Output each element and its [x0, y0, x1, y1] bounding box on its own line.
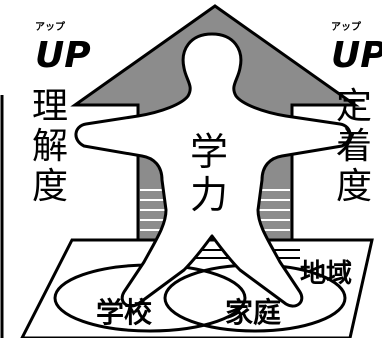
home-label: 家庭 [225, 296, 281, 329]
community-label: 地域 [300, 259, 352, 289]
school-label: 学校 [96, 296, 153, 329]
left-up-text: UP [35, 35, 91, 76]
figure-char-2: 力 [190, 173, 228, 217]
person-figure [74, 32, 352, 308]
community-platform [20, 238, 374, 338]
left-char-3: 度 [32, 166, 68, 207]
right-ruby: アップ [331, 20, 362, 33]
right-char-1: 定 [336, 86, 372, 127]
right-char-2: 着 [336, 126, 372, 167]
right-char-3: 度 [336, 166, 372, 207]
right-up-text: UP [331, 35, 382, 76]
figure-char-1: 学 [190, 130, 228, 174]
left-char-1: 理 [32, 86, 68, 127]
left-char-2: 解 [32, 126, 68, 167]
left-ruby: アップ [35, 20, 66, 33]
